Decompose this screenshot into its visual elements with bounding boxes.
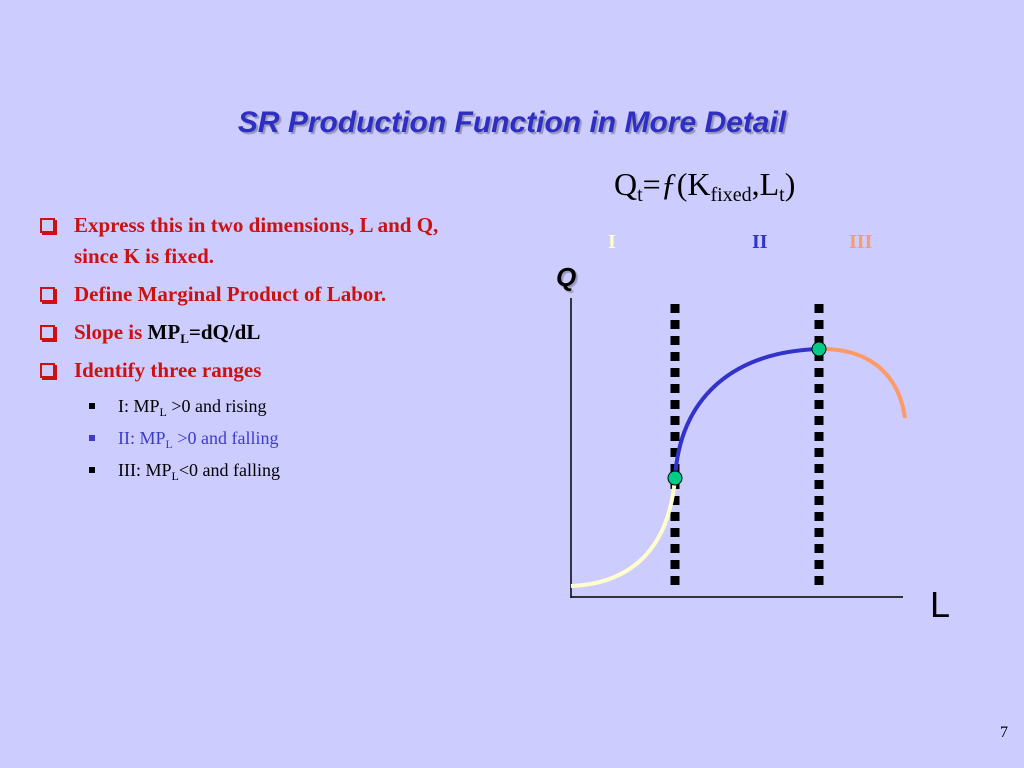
bullet-text: Identify three ranges [74,358,262,382]
bullet-expression: =dQ/dL [188,320,261,344]
bullet-item: Define Marginal Product of Labor. [38,279,478,310]
range-label-iii: III [849,231,873,253]
formula-comma-l: ,L [751,166,780,202]
checkbox-bullet-icon [40,218,55,233]
curve-range-ii [673,347,820,479]
bullet-mp: MP [147,320,181,344]
range-label-ii: II [752,231,768,253]
sub-bullet-item: III: MPL<0 and falling [38,457,478,483]
square-bullet-icon [89,435,95,441]
bullet-item: Slope is MPL=dQ/dL [38,317,478,348]
sub-bullet-prefix: II: MP [118,428,166,448]
bullet-text: Express this in two dimensions, L and Q,… [74,213,439,268]
checkbox-bullet-icon [40,325,55,340]
inflection-point-marker [667,470,683,486]
sub-bullet-prefix: III: MP [118,460,172,480]
formula-q: Q [614,166,638,202]
checkbox-bullet-icon [40,287,55,302]
range-label-i: I [608,231,616,253]
formula-close: ) [784,166,796,202]
curve-range-iii [818,346,907,419]
sub-bullet-suffix: >0 and falling [172,428,279,448]
sub-bullet-list: I: MPL >0 and rising II: MPL >0 and fall… [38,393,478,483]
bullet-mp-subscript: L [180,331,189,346]
sub-bullet-suffix: <0 and falling [178,460,280,480]
formula-equals: = [642,166,661,202]
maximum-point-marker [811,341,827,357]
sub-bullet-suffix: >0 and rising [166,396,267,416]
bullet-prefix: Slope is [74,320,148,344]
sub-bullet-prefix: I: MP [118,396,160,416]
formula-q-subscript: t [637,184,643,206]
x-axis-label: L [930,584,951,625]
sub-bullet-subscript: L [165,437,173,451]
sub-bullet-item: I: MPL >0 and rising [38,393,478,419]
curve-range-i [570,477,677,588]
bullet-list: Express this in two dimensions, L and Q,… [38,210,478,489]
slide-title: SR Production Function in More Detail [237,106,787,139]
y-axis-label: Q [556,262,577,292]
checkbox-bullet-icon [40,363,55,378]
formula-l-subscript: t [779,184,785,206]
sub-bullet-subscript: L [159,405,167,419]
formula-open-k: (K [676,166,711,202]
square-bullet-icon [89,467,95,473]
bullet-item: Express this in two dimensions, L and Q,… [38,210,478,272]
sub-bullet-subscript: L [171,469,179,483]
bullet-text: Define Marginal Product of Labor. [74,282,387,306]
formula-f: ƒ [660,166,677,202]
square-bullet-icon [89,403,95,409]
formula-k-subscript: fixed [710,184,752,206]
sub-bullet-item: II: MPL >0 and falling [38,425,478,451]
slide-number: 7 [1000,724,1008,741]
bullet-item: Identify three ranges [38,355,478,386]
production-function-formula: Qt=ƒ(Kfixed,Lt) [614,166,796,206]
